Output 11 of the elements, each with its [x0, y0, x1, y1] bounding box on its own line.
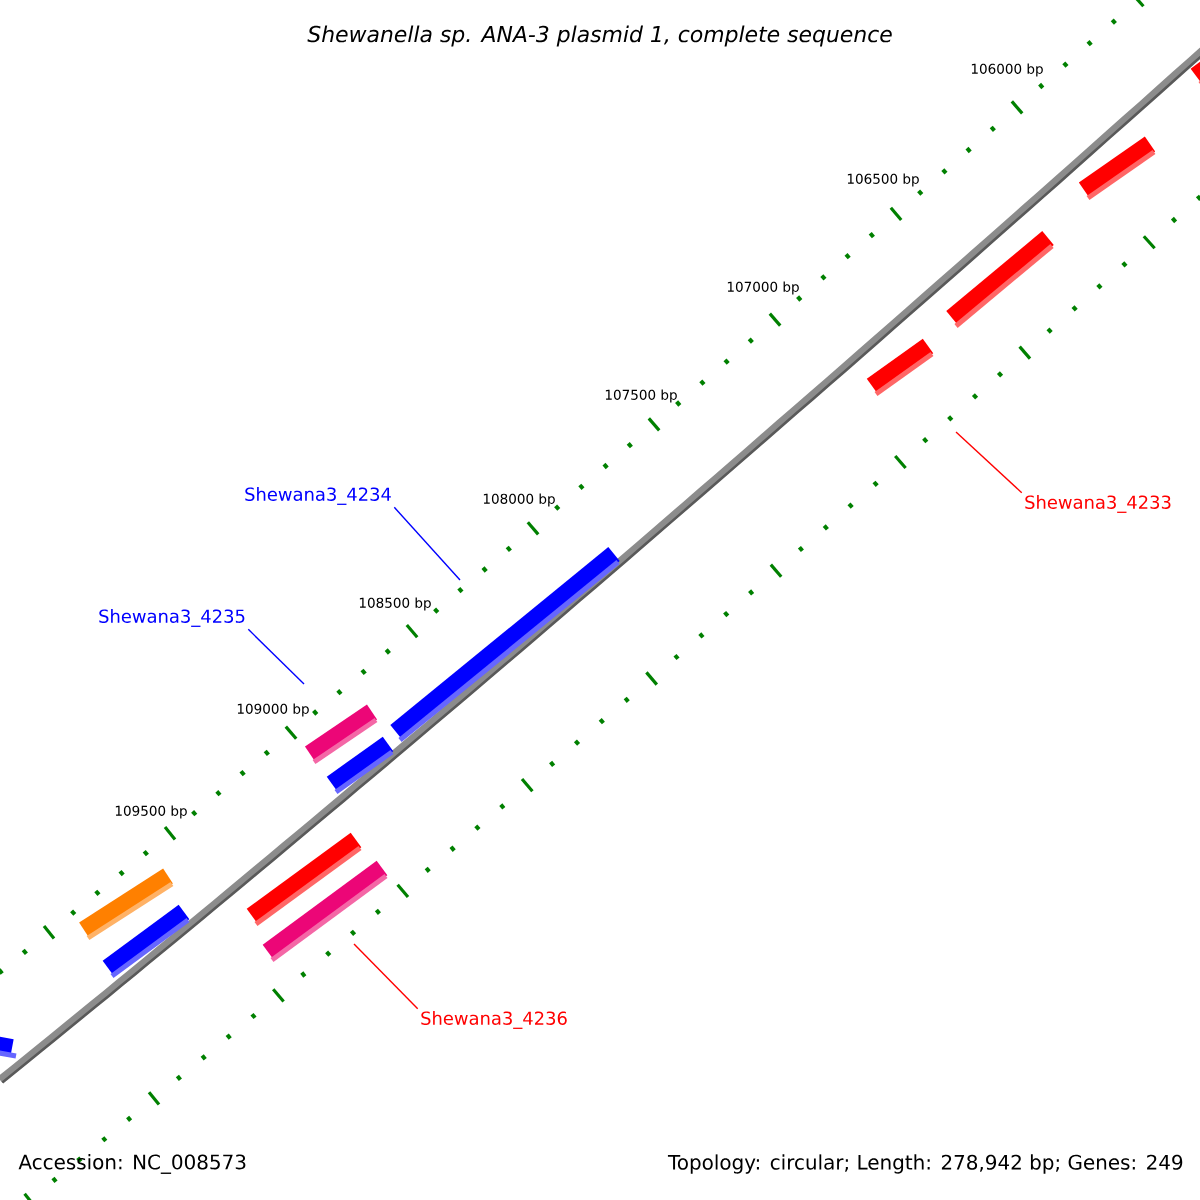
- gene-label: Shewana3_4236: [421, 1011, 567, 1029]
- title: Shewanella sp. ANA-3 plasmid 1, complete sequence: [307, 25, 892, 47]
- gene-label: Shewana3_4234: [245, 487, 391, 505]
- leader-line: [247, 628, 305, 685]
- summary-label: Topology: circular; Length: 278,942 bp; Genes: 249: [667, 1154, 1183, 1174]
- leader-line: [353, 943, 419, 1010]
- gene-label: Shewana3_4233: [1025, 495, 1171, 513]
- gene-label: Shewana3_4235: [99, 609, 245, 627]
- accession-label: Accession: NC_008573: [18, 1154, 246, 1174]
- leader-line: [393, 506, 461, 581]
- leader-line: [955, 431, 1023, 494]
